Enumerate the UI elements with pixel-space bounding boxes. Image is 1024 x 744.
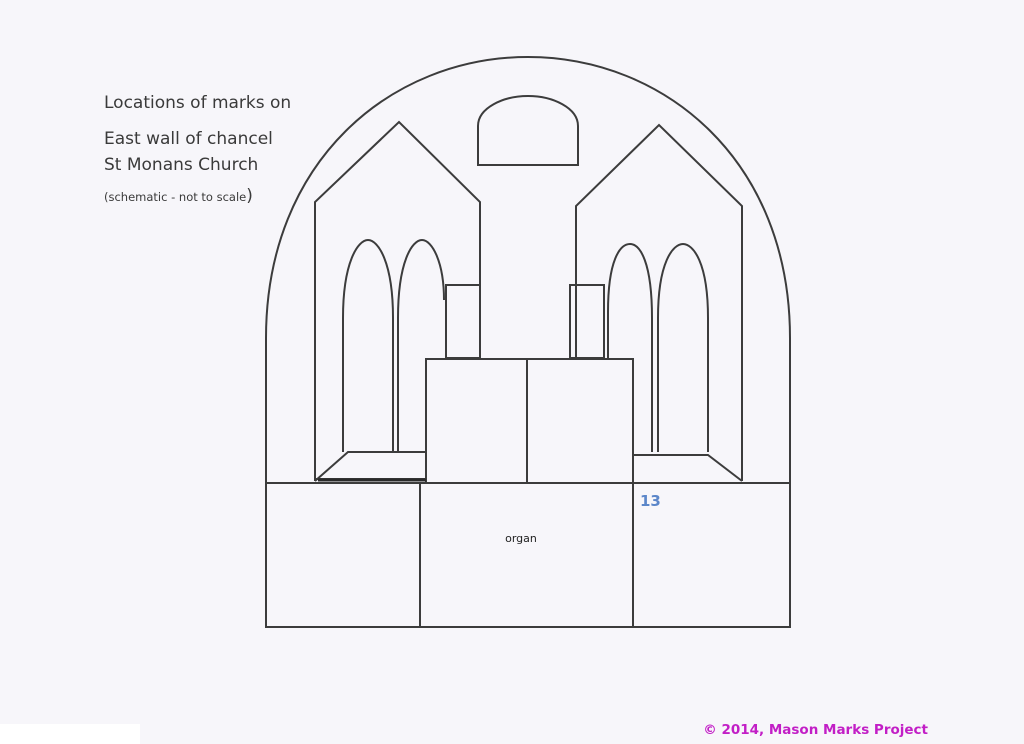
copyright-notice: © 2014, Mason Marks Project xyxy=(703,722,928,738)
right-window-sill xyxy=(633,454,743,482)
centre-left-block xyxy=(425,358,528,484)
right-lancet-2 xyxy=(657,242,709,452)
left-window-sill xyxy=(314,451,426,482)
top-arched-window xyxy=(477,94,579,166)
title-line-1: Locations of marks on xyxy=(104,93,292,113)
organ-label: organ xyxy=(505,532,537,545)
left-lancet-1 xyxy=(342,238,394,452)
right-lancet-1 xyxy=(607,242,653,452)
title-line-3: St Monans Church xyxy=(104,155,259,175)
left-lancet-2 xyxy=(397,238,445,452)
scan-margin-left xyxy=(0,724,140,744)
schematic-note-close-paren: ) xyxy=(246,186,253,206)
outer-arch-wall xyxy=(265,55,791,628)
mark-number-13: 13 xyxy=(640,492,661,510)
right-gable-frame xyxy=(575,123,743,481)
title-line-4: (schematic - not to scale) xyxy=(104,186,253,206)
centre-right-block xyxy=(526,358,634,484)
title-line-2: East wall of chancel xyxy=(104,129,273,149)
left-gable-frame xyxy=(314,120,481,481)
left-post xyxy=(445,284,481,359)
schematic-note: (schematic - not to scale xyxy=(104,190,247,204)
